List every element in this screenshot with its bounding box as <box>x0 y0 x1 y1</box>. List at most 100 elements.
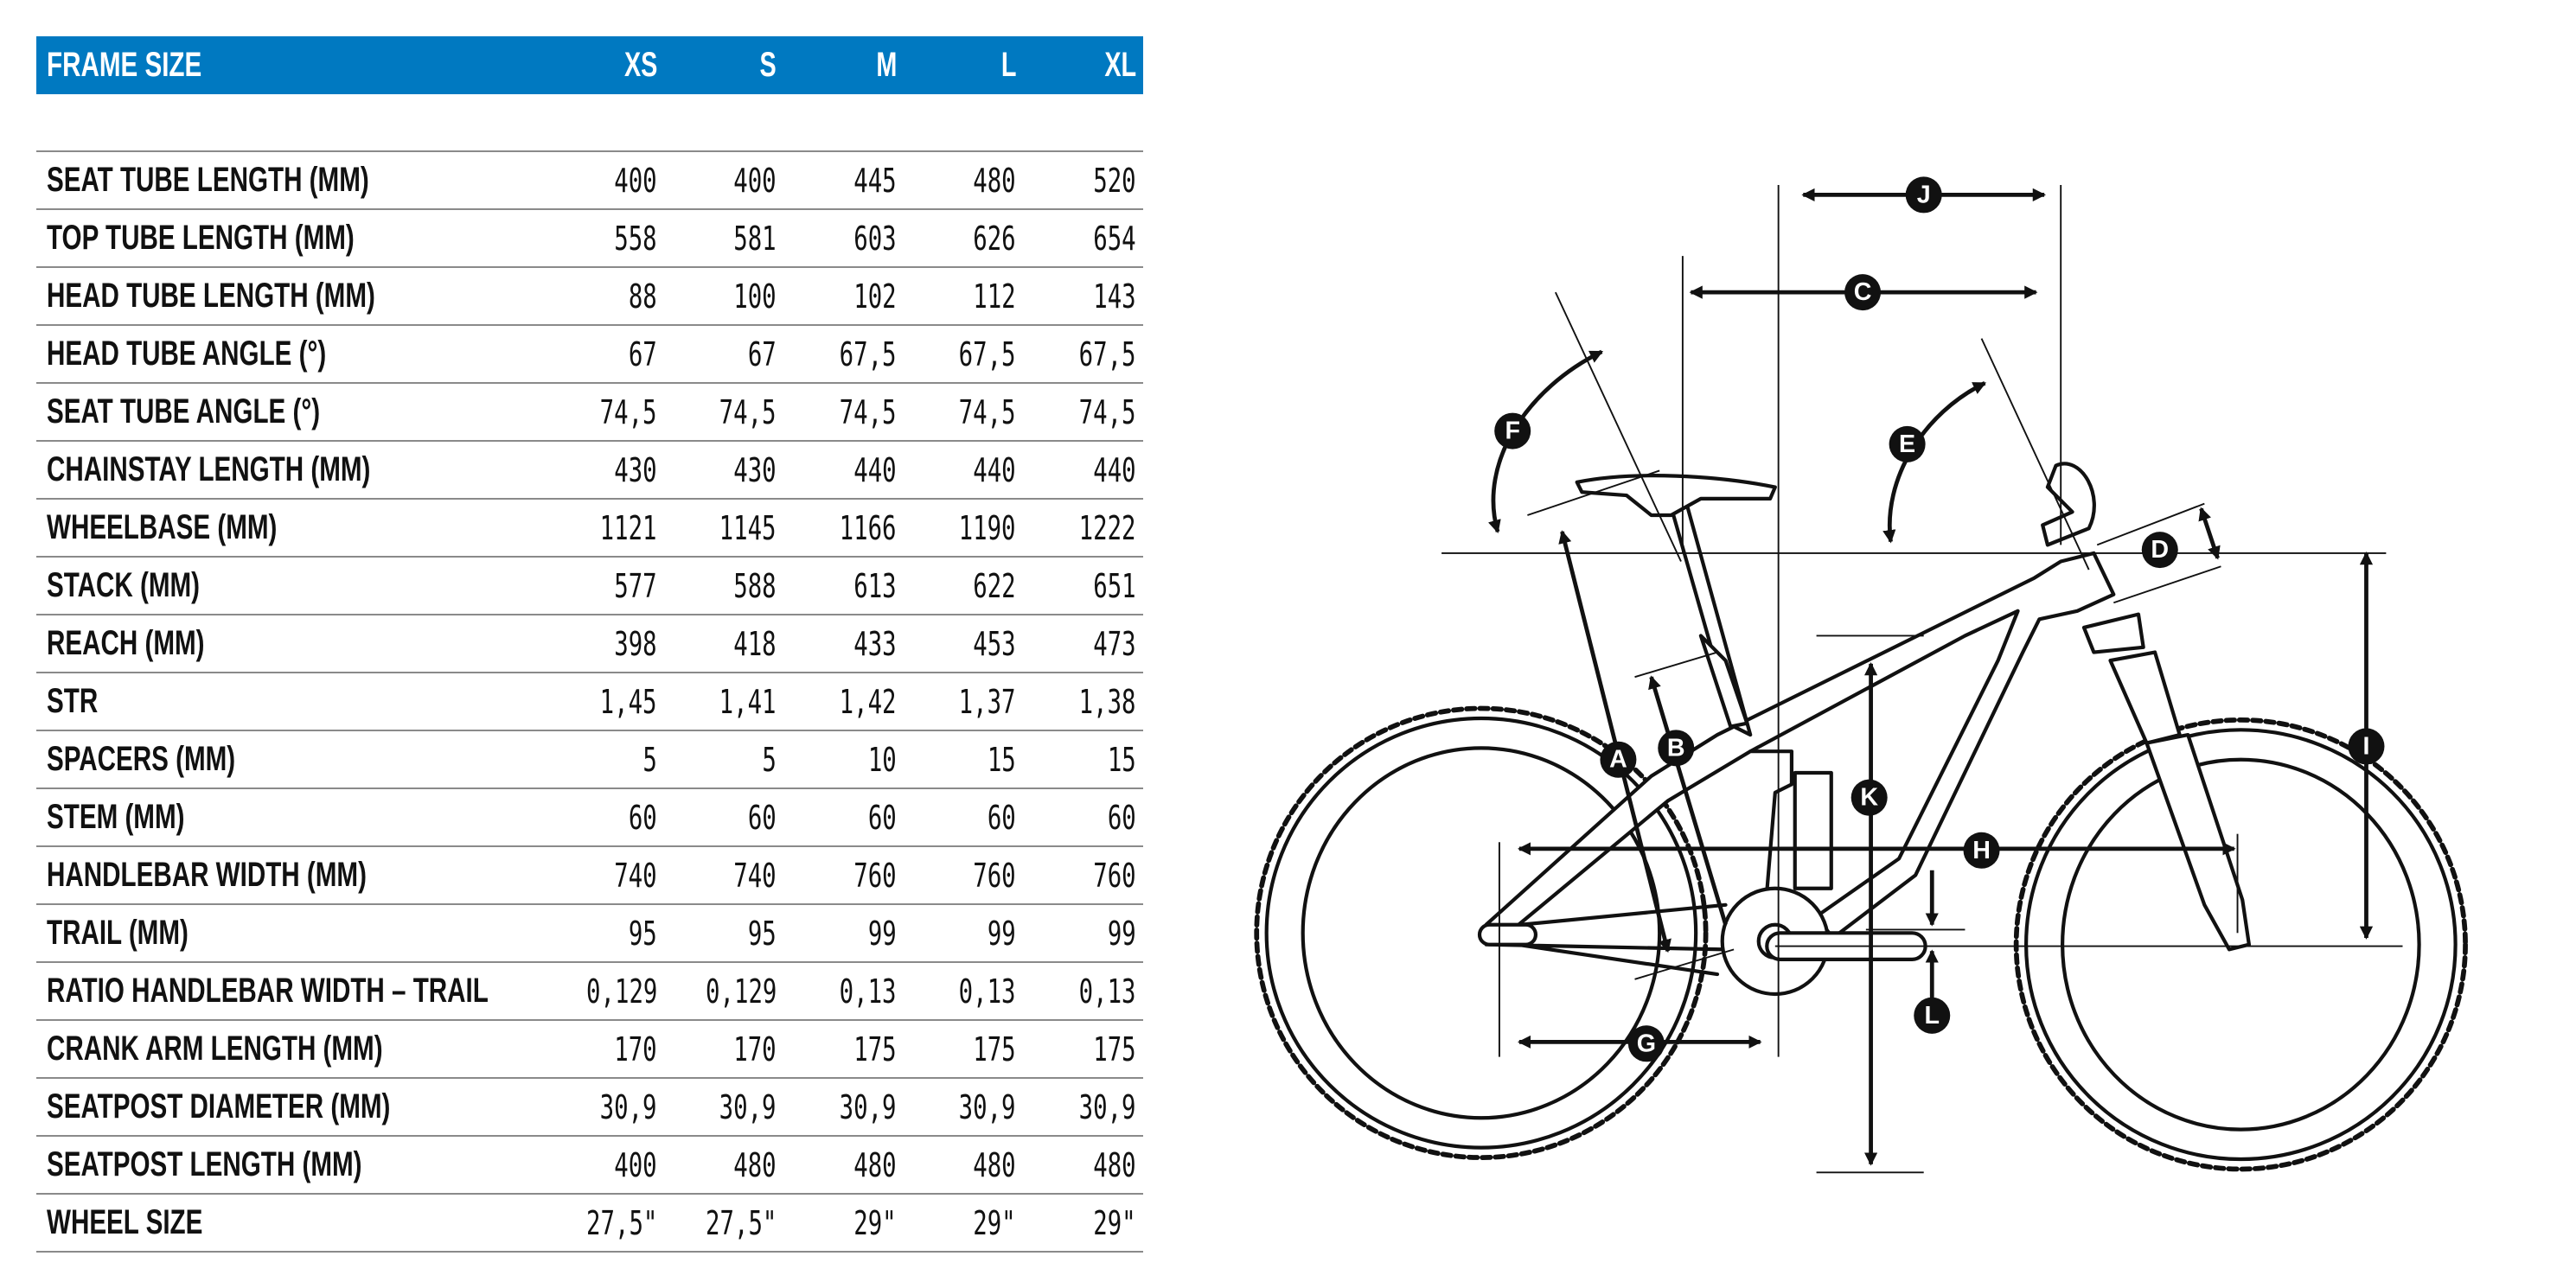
row-value-l: 15 <box>843 731 1016 787</box>
row-label-text: CRANK ARM LENGTH (MM) <box>47 1030 383 1068</box>
row-label: SEAT TUBE LENGTH (MM) <box>47 152 483 208</box>
row-value-text: 30,9 <box>959 1087 1016 1126</box>
row-value-l: 453 <box>843 615 1016 672</box>
row-value-m: 433 <box>724 615 897 672</box>
row-label-text: STR <box>47 682 99 720</box>
row-value-text: 95 <box>629 914 657 953</box>
label-d: D <box>2141 532 2178 569</box>
row-value-text: 1,41 <box>719 682 777 721</box>
row-value-l: 74,5 <box>843 384 1016 440</box>
label-k: K <box>1851 779 1888 816</box>
row-label-text: WHEEL SIZE <box>47 1203 203 1241</box>
row-label: HEAD TUBE ANGLE (°) <box>47 326 425 382</box>
row-value-text: 5 <box>762 740 777 779</box>
size-header-m: M <box>724 36 897 94</box>
row-value-text: 30,9 <box>719 1087 777 1126</box>
row-value-text: 760 <box>1093 856 1136 895</box>
row-value-s: 30,9 <box>604 1079 777 1135</box>
row-value-text: 433 <box>853 624 897 663</box>
label-d-text: D <box>2151 536 2169 564</box>
row-value-text: 430 <box>733 450 777 489</box>
row-value-xs: 0,129 <box>484 963 657 1019</box>
row-label: SEAT TUBE ANGLE (°) <box>47 384 416 440</box>
row-value-s: 588 <box>604 558 777 614</box>
row-value-l: 760 <box>843 847 1016 903</box>
row-label-text: SEAT TUBE LENGTH (MM) <box>47 161 369 199</box>
row-value-text: 480 <box>973 1145 1016 1184</box>
row-value-xs: 30,9 <box>484 1079 657 1135</box>
row-value-l: 60 <box>843 789 1016 845</box>
row-value-text: 27,5" <box>585 1203 657 1242</box>
row-label-text: SEAT TUBE ANGLE (°) <box>47 392 321 430</box>
row-value-m: 102 <box>724 268 897 324</box>
row-value-text: 30,9 <box>840 1087 897 1126</box>
row-value-text: 74,5 <box>840 392 897 431</box>
label-k-text: K <box>1860 784 1878 812</box>
row-value-text: 99 <box>868 914 897 953</box>
row-value-text: 175 <box>853 1030 897 1068</box>
row-value-text: 175 <box>1093 1030 1136 1068</box>
row-value-xs: 27,5" <box>484 1195 657 1251</box>
row-value-text: 0,129 <box>585 972 657 1011</box>
row-value-text: 99 <box>988 914 1016 953</box>
row-value-m: 29" <box>724 1195 897 1251</box>
row-label-text: SEATPOST LENGTH (MM) <box>47 1145 362 1183</box>
row-value-l: 480 <box>843 1137 1016 1193</box>
row-value-text: 60 <box>988 798 1016 837</box>
row-value-text: 67 <box>748 335 777 373</box>
row-value-text: 613 <box>853 566 897 605</box>
row-value-text: 30,9 <box>1079 1087 1136 1126</box>
row-value-s: 740 <box>604 847 777 903</box>
spacer-row <box>36 94 1143 152</box>
row-value-xl: 1222 <box>963 500 1136 556</box>
row-value-text: 60 <box>868 798 897 837</box>
row-label-text: STACK (MM) <box>47 566 201 604</box>
size-header-xs: XS <box>484 36 657 94</box>
row-value-xs: 740 <box>484 847 657 903</box>
row-value-xl: 440 <box>963 442 1136 498</box>
row-value-xl: 480 <box>963 1137 1136 1193</box>
row-value-text: 520 <box>1093 161 1136 200</box>
label-g: G <box>1627 1025 1665 1062</box>
row-label-text: HEAD TUBE ANGLE (°) <box>47 335 327 373</box>
row-value-xl: 74,5 <box>963 384 1136 440</box>
row-value-xl: 60 <box>963 789 1136 845</box>
row-value-text: 651 <box>1093 566 1136 605</box>
label-l-text: L <box>1925 1002 1940 1030</box>
size-header-text: M <box>876 46 897 84</box>
row-value-xs: 1121 <box>484 500 657 556</box>
row-value-text: 760 <box>973 856 1016 895</box>
row-label-text: REACH (MM) <box>47 624 205 662</box>
row-value-l: 440 <box>843 442 1016 498</box>
row-value-m: 1166 <box>724 500 897 556</box>
row-value-l: 626 <box>843 210 1016 266</box>
label-a: A <box>1600 741 1637 778</box>
row-label: HANDLEBAR WIDTH (MM) <box>47 847 479 903</box>
row-value-xl: 651 <box>963 558 1136 614</box>
row-value-text: 1121 <box>600 508 657 547</box>
row-label: HEAD TUBE LENGTH (MM) <box>47 268 490 324</box>
row-value-s: 0,129 <box>604 963 777 1019</box>
row-value-text: 400 <box>614 161 657 200</box>
row-value-xs: 74,5 <box>484 384 657 440</box>
row-value-s: 170 <box>604 1021 777 1077</box>
size-header-text: S <box>759 46 777 84</box>
row-label: RATIO HANDLEBAR WIDTH – TRAIL <box>47 963 643 1019</box>
row-value-m: 603 <box>724 210 897 266</box>
row-value-l: 480 <box>843 152 1016 208</box>
measurement-guides <box>1441 184 2403 1174</box>
row-value-m: 10 <box>724 731 897 787</box>
row-value-m: 60 <box>724 789 897 845</box>
row-value-text: 480 <box>973 161 1016 200</box>
row-value-xs: 430 <box>484 442 657 498</box>
row-value-s: 5 <box>604 731 777 787</box>
row-value-text: 15 <box>1108 740 1136 779</box>
row-value-text: 418 <box>733 624 777 663</box>
row-value-s: 581 <box>604 210 777 266</box>
row-value-m: 99 <box>724 905 897 961</box>
row-label-text: WHEELBASE (MM) <box>47 508 278 546</box>
